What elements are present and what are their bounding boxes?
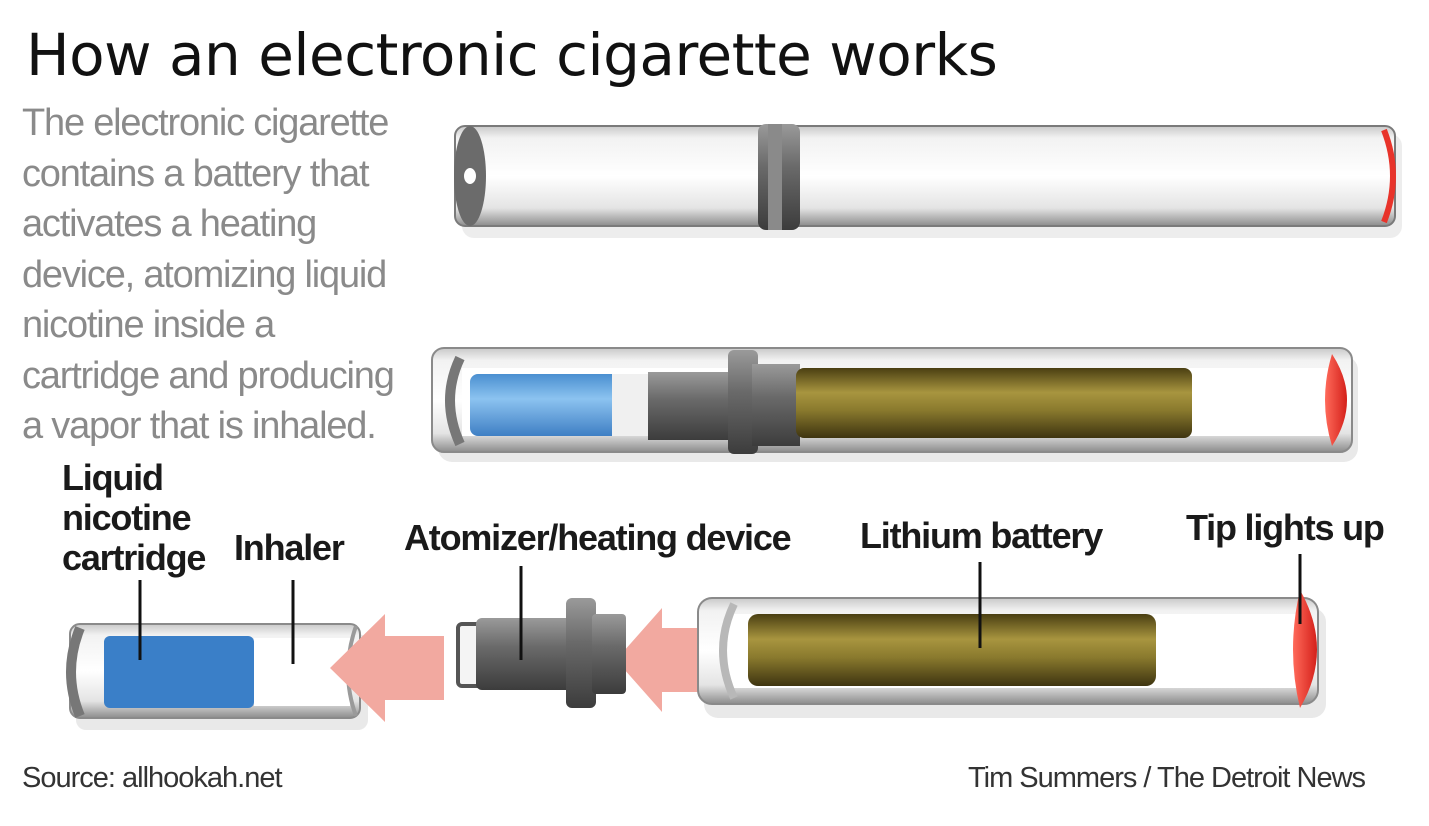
- cutaway-cigarette: [431, 347, 1358, 462]
- exploded-view: [66, 554, 1326, 730]
- intro-line: The electronic cigarette: [22, 102, 389, 144]
- left-arrow-icon: [330, 614, 444, 722]
- intro-line: cartridge and producing: [22, 354, 395, 397]
- intro-line: activates a heating: [22, 203, 317, 245]
- intro-line: nicotine inside a: [22, 304, 275, 346]
- intro-line: a vapor that is inhaled.: [22, 405, 377, 447]
- cartridge-part: [66, 623, 368, 730]
- label-line: nicotine: [62, 497, 192, 538]
- label-inhaler: Inhaler: [234, 527, 345, 568]
- intro-line: device, atomizing liquid: [22, 253, 387, 296]
- atomizer-part: [456, 598, 626, 708]
- assembled-cigarette: [454, 124, 1402, 238]
- label-line: cartridge: [62, 537, 206, 578]
- source-credit: Source: allhookah.net: [22, 762, 283, 794]
- left-arrow-icon: [616, 608, 700, 712]
- label-atomizer: Atomizer/heating device: [404, 517, 792, 558]
- label-tip: Tip lights up: [1186, 507, 1385, 548]
- battery-part: [697, 590, 1326, 718]
- label-cartridge: Liquid nicotine cartridge: [62, 457, 206, 578]
- intro-line: contains a battery that: [22, 152, 369, 195]
- label-line: Liquid: [62, 457, 164, 498]
- label-battery: Lithium battery: [860, 515, 1103, 556]
- intro-text: The electronic cigarette contains a batt…: [22, 98, 442, 452]
- author-credit: Tim Summers / The Detroit News: [968, 762, 1366, 794]
- page-title: How an electronic cigarette works: [26, 21, 998, 89]
